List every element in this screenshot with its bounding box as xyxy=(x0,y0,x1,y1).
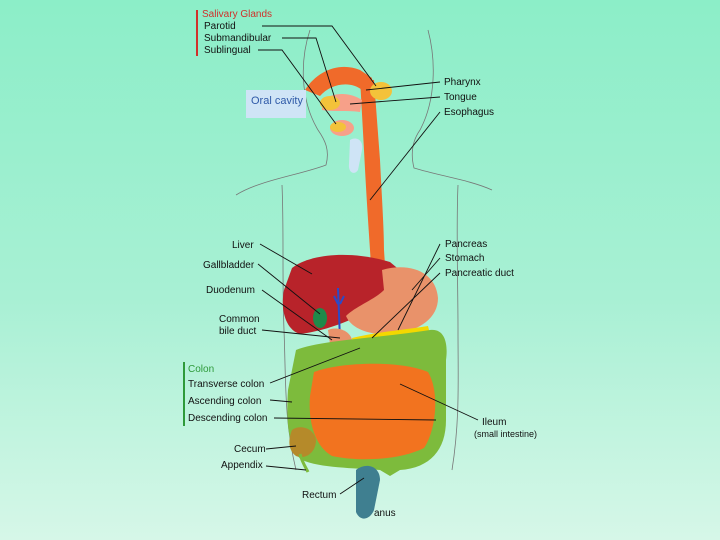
label-anus: anus xyxy=(374,508,396,519)
label-ileum: Ileum xyxy=(482,417,506,428)
right-mid-labels: Pancreas Stomach Pancreatic duct xyxy=(371,239,514,339)
salivary-glands-group: Salivary Glands Parotid Submandibular Su… xyxy=(196,9,377,125)
left-lower-labels: Cecum Appendix xyxy=(221,444,307,471)
colon-group: Colon Transverse colon Ascending colon D… xyxy=(183,347,437,426)
label-gallbladder: Gallbladder xyxy=(203,260,255,271)
left-mid-labels: Liver Gallbladder Duodenum Common bile d… xyxy=(203,240,341,341)
label-descending-colon: Descending colon xyxy=(188,413,268,424)
liver-shape xyxy=(282,254,402,334)
label-ascending-colon: Ascending colon xyxy=(188,396,261,407)
label-submandibular: Submandibular xyxy=(204,33,272,44)
body-outline xyxy=(235,29,493,471)
label-appendix: Appendix xyxy=(221,460,263,471)
colon-header: Colon xyxy=(188,364,214,375)
stomach-shape xyxy=(346,267,438,335)
gallbladder-shape xyxy=(313,308,327,328)
label-sublingual: Sublingual xyxy=(204,45,251,56)
right-upper-labels: Pharynx Tongue Esophagus xyxy=(349,77,494,201)
label-parotid: Parotid xyxy=(204,21,236,32)
appendix-shape xyxy=(298,453,310,473)
rectum-anus-labels: Rectum anus xyxy=(302,477,396,519)
label-tongue: Tongue xyxy=(444,92,477,103)
label-cecum: Cecum xyxy=(234,444,266,455)
cecum-shape xyxy=(289,427,316,458)
label-liver: Liver xyxy=(232,240,254,251)
label-common: Common xyxy=(219,314,260,325)
oral-cavity-label: Oral cavity xyxy=(246,90,306,118)
label-rectum: Rectum xyxy=(302,490,336,501)
label-pancreatic-duct: Pancreatic duct xyxy=(445,268,514,279)
label-bile-duct: bile duct xyxy=(219,326,256,337)
small-intestine-shape xyxy=(309,363,436,460)
label-transverse-colon: Transverse colon xyxy=(188,379,264,390)
label-small-intestine: (small intestine) xyxy=(474,429,537,439)
salivary-glands-header: Salivary Glands xyxy=(202,9,272,20)
ileum-label-group: Ileum (small intestine) xyxy=(399,383,537,439)
trachea-shape xyxy=(348,138,363,173)
svg-text:Oral cavity: Oral cavity xyxy=(251,95,303,107)
label-pancreas: Pancreas xyxy=(445,239,487,250)
label-stomach: Stomach xyxy=(445,253,484,264)
label-duodenum: Duodenum xyxy=(206,285,255,296)
salivary-gland-shapes xyxy=(320,82,392,132)
upper-tract xyxy=(305,66,386,282)
label-pharynx: Pharynx xyxy=(444,77,481,88)
label-esophagus: Esophagus xyxy=(444,107,494,118)
